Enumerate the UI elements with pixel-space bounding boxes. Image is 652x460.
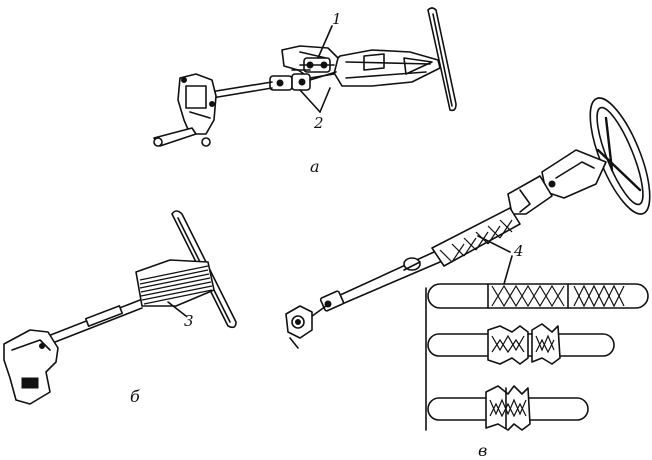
svg-text:3: 3 [184, 312, 194, 330]
view-a-steering-assembly: 1 2 а [153, 7, 457, 176]
view-a-steering-gear [177, 73, 217, 135]
caption-a: а [310, 157, 320, 176]
detail-mesh-pattern-right [573, 284, 625, 308]
label-4: 4 [477, 235, 524, 285]
svg-text:1: 1 [332, 10, 342, 28]
label-3: 3 [167, 301, 194, 330]
detail-mesh-pattern-left [491, 284, 565, 308]
svg-text:2: 2 [313, 114, 324, 132]
view-v-intermediate-shaft [337, 251, 441, 305]
label-2: 2 [299, 87, 331, 132]
view-a-cardan-joint-upper [299, 57, 335, 73]
view-v-upper-column [507, 149, 607, 215]
view-v-cardan-joint [303, 290, 345, 323]
view-v-steering-assembly: 4 [285, 97, 651, 460]
caption-b: б [130, 387, 140, 406]
view-v-mesh-section [431, 207, 521, 267]
view-b-bellows-corrugation [139, 265, 213, 305]
view-b-steering-shaft [47, 299, 143, 345]
view-a-steering-wheel [427, 7, 457, 112]
view-a-pitman-arm [153, 127, 211, 147]
view-v-steering-gear [285, 305, 313, 349]
view-a-intermediate-shaft [209, 71, 337, 99]
svg-text:4: 4 [513, 242, 524, 260]
detail-mesh-tube-fully-collapsed [427, 385, 589, 431]
view-b-steering-assembly: 3 б [3, 210, 237, 406]
label-1: 1 [317, 10, 342, 59]
detail-mesh-tube-intact [427, 283, 649, 309]
view-b-bellows-element [135, 259, 215, 307]
detail-mesh-tube-collapsed [427, 323, 615, 365]
view-a-column-housing [329, 49, 441, 87]
caption-v: в [478, 441, 487, 460]
view-b-steering-gear [3, 329, 59, 405]
view-v-detail-insets [425, 283, 649, 431]
view-v-mesh-pattern [439, 219, 513, 263]
